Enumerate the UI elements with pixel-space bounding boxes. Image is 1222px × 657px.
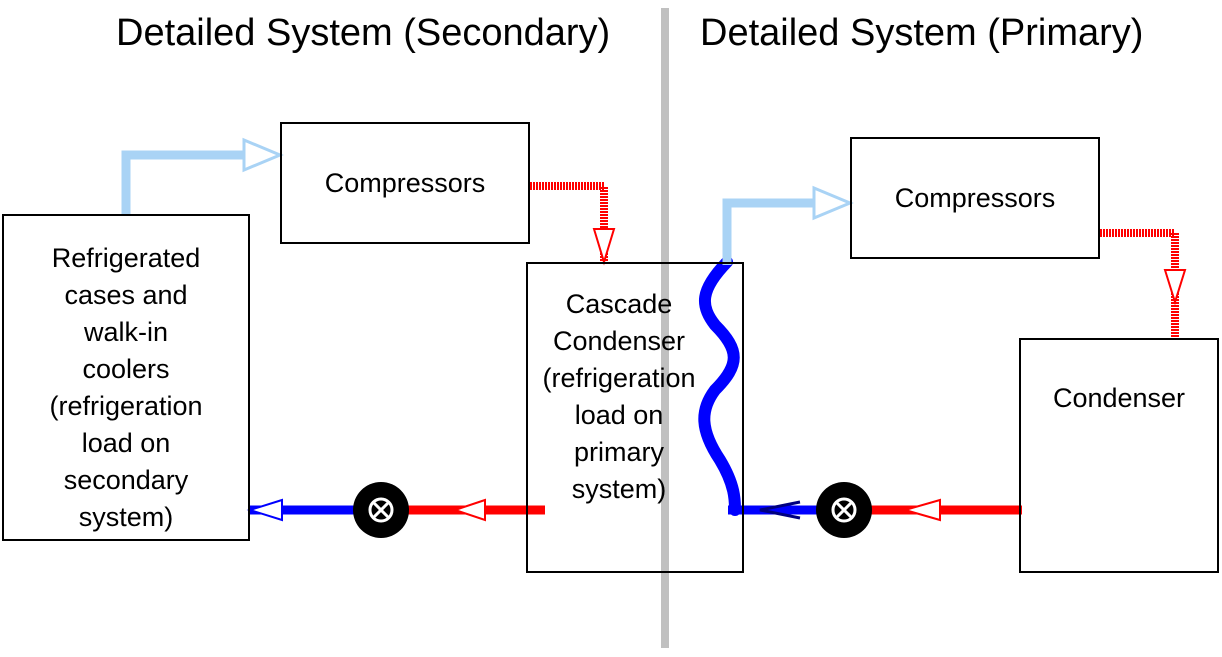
- cascade-condenser-box: [526, 262, 744, 573]
- cascade-condenser-line: load on: [574, 400, 664, 430]
- compressors-primary-box: Compressors: [850, 137, 1100, 259]
- condenser-label: Condenser: [1019, 380, 1219, 417]
- cascade-condenser-line: Condenser: [552, 326, 686, 356]
- suction-line-secondary: [121, 150, 246, 214]
- refrigerated-cases-line: walk-in: [83, 317, 169, 347]
- refrigerated-cases-line: load on: [81, 428, 171, 458]
- evaporator-coil-primary: [698, 256, 741, 516]
- compressors-secondary-box: Compressors: [280, 122, 530, 244]
- discharge-line-primary: [1100, 229, 1179, 338]
- expansion-valve-icon: [353, 482, 409, 538]
- cascade-condenser-label: Cascade Condenser (refrigeration load on…: [526, 286, 712, 508]
- title-secondary-system: Detailed System (Secondary): [116, 12, 611, 54]
- refrigerated-cases-line: (refrigeration: [49, 391, 203, 421]
- title-primary-system: Detailed System (Primary): [700, 12, 1144, 54]
- refrigerated-cases-label: Refrigerated cases and walk-in coolers (…: [2, 240, 250, 536]
- discharge-arrowhead-secondary: [592, 228, 616, 266]
- cascade-condenser-line: (refrigeration: [542, 363, 696, 393]
- suction-line-primary: [722, 198, 815, 265]
- refrigerated-cases-line: system): [78, 502, 174, 532]
- discharge-line-secondary: [530, 182, 608, 264]
- system-divider: [661, 8, 669, 648]
- cascade-condenser-line: primary: [573, 437, 664, 467]
- liquid-arrowhead-red-secondary: [451, 498, 486, 522]
- condenser-line: Condenser: [1052, 383, 1186, 413]
- compressors-primary-label: Compressors: [894, 182, 1056, 213]
- refrigerated-cases-box: [2, 214, 250, 541]
- cascade-condenser-line: system): [571, 474, 667, 504]
- suction-arrowhead-primary: [812, 185, 854, 221]
- refrigerated-cases-line: Refrigerated: [51, 243, 201, 273]
- liquid-arrowhead-red-primary: [901, 498, 941, 522]
- compressors-secondary-label: Compressors: [324, 167, 486, 198]
- condenser-box: [1019, 338, 1219, 573]
- refrigerated-cases-line: cases and: [64, 280, 188, 310]
- liquid-arrowhead-blue-secondary: [246, 498, 283, 522]
- liquid-arrowhead-blue-primary: [759, 500, 801, 520]
- suction-arrowhead-secondary: [242, 137, 284, 173]
- refrigerated-cases-line: secondary: [63, 465, 189, 495]
- discharge-arrowhead-primary: [1163, 269, 1187, 306]
- refrigerated-cases-line: coolers: [82, 354, 170, 384]
- expansion-valve-icon: [816, 482, 872, 538]
- cascade-condenser-line: Cascade: [565, 289, 673, 319]
